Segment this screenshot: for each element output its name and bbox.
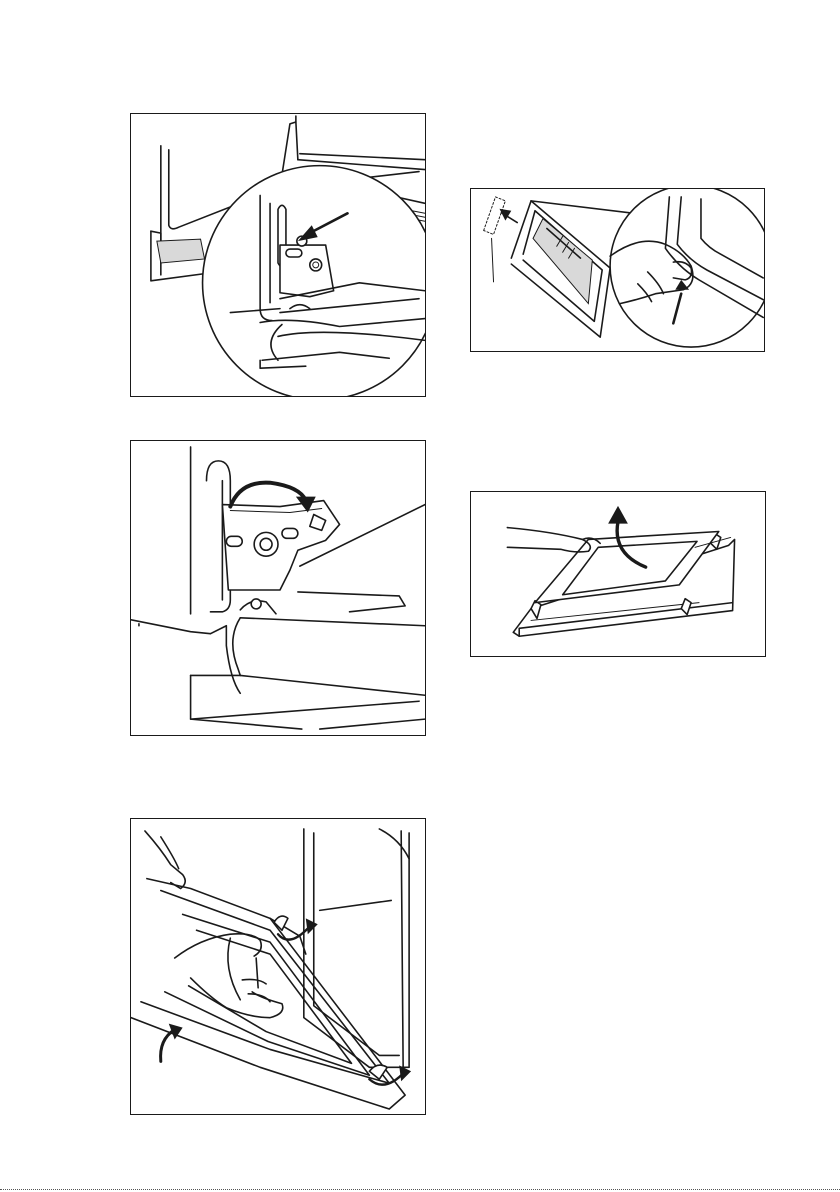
hinge-rotate-figure — [130, 440, 426, 736]
hinge-lever-rotate-icon — [131, 441, 425, 735]
hinge-lever-release-icon — [131, 114, 425, 396]
glass-panel-remove-icon — [471, 492, 765, 656]
glass-panel-figure — [470, 491, 766, 657]
door-lift-remove-icon — [131, 819, 425, 1114]
door-lift-figure — [130, 818, 426, 1115]
hinge-release-figure — [130, 113, 426, 397]
footer-rule — [0, 1189, 840, 1190]
door-trim-figure — [470, 188, 765, 352]
door-trim-remove-icon — [471, 189, 764, 351]
